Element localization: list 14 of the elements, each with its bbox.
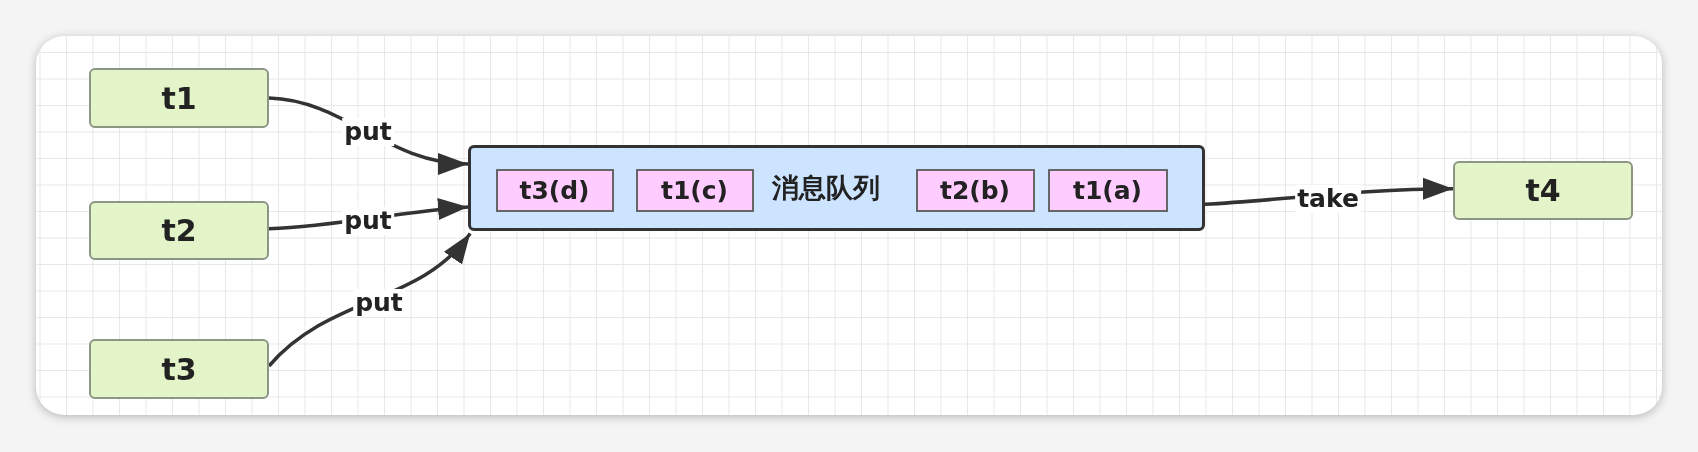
thread-box: t3 xyxy=(89,339,269,399)
message-box: t2(b) xyxy=(915,168,1035,212)
queue-box xyxy=(468,145,1205,231)
edge-label: put xyxy=(342,118,394,146)
message-box: t1(a) xyxy=(1047,168,1168,212)
thread-box: t4 xyxy=(1453,161,1633,220)
edge-label: take xyxy=(1295,185,1361,213)
thread-box: t2 xyxy=(89,201,269,260)
message-box: t3(d) xyxy=(495,168,614,212)
thread-box: t1 xyxy=(89,68,269,128)
edge-label: put xyxy=(353,289,405,317)
edge-label: put xyxy=(342,207,394,235)
message-box: t1(c) xyxy=(635,168,754,212)
queue-label: 消息队列 xyxy=(772,171,880,205)
